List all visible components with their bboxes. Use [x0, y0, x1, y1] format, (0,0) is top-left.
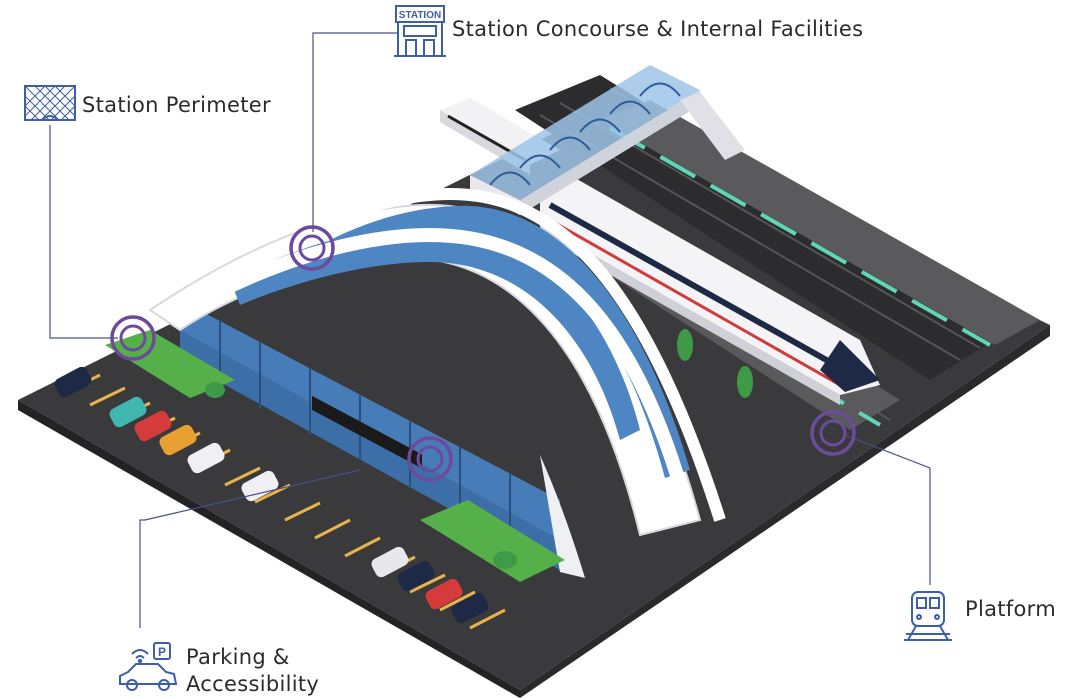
station-icon-text: STATION [399, 10, 441, 21]
arched-roof [148, 188, 726, 578]
perimeter-marker [110, 315, 156, 361]
parking-sign-text: P [158, 645, 166, 659]
train-icon [902, 588, 954, 647]
label-station-perimeter: Station Perimeter [82, 93, 271, 117]
parking-lot [54, 366, 506, 630]
label-parking-line2: Accessibility [186, 672, 320, 696]
hotspot-markers [110, 225, 856, 482]
train-main [540, 178, 880, 405]
label-parking-accessibility: Parking & Accessibility [186, 644, 319, 698]
fence-icon [22, 82, 78, 131]
parked-cars [54, 366, 489, 624]
parking-marker [407, 436, 453, 482]
station-icon: STATION [392, 4, 448, 65]
concourse-marker [289, 225, 335, 271]
callout-lines [49, 32, 931, 628]
trees [205, 329, 753, 569]
label-station-concourse: Station Concourse & Internal Facilities [452, 17, 864, 41]
car-parking-icon: P [116, 640, 180, 699]
wifi-icon [131, 649, 149, 664]
grass-strips [105, 330, 565, 582]
label-parking-line1: Parking & [186, 645, 290, 669]
platform-marker [810, 410, 856, 456]
label-platform: Platform [965, 597, 1056, 621]
